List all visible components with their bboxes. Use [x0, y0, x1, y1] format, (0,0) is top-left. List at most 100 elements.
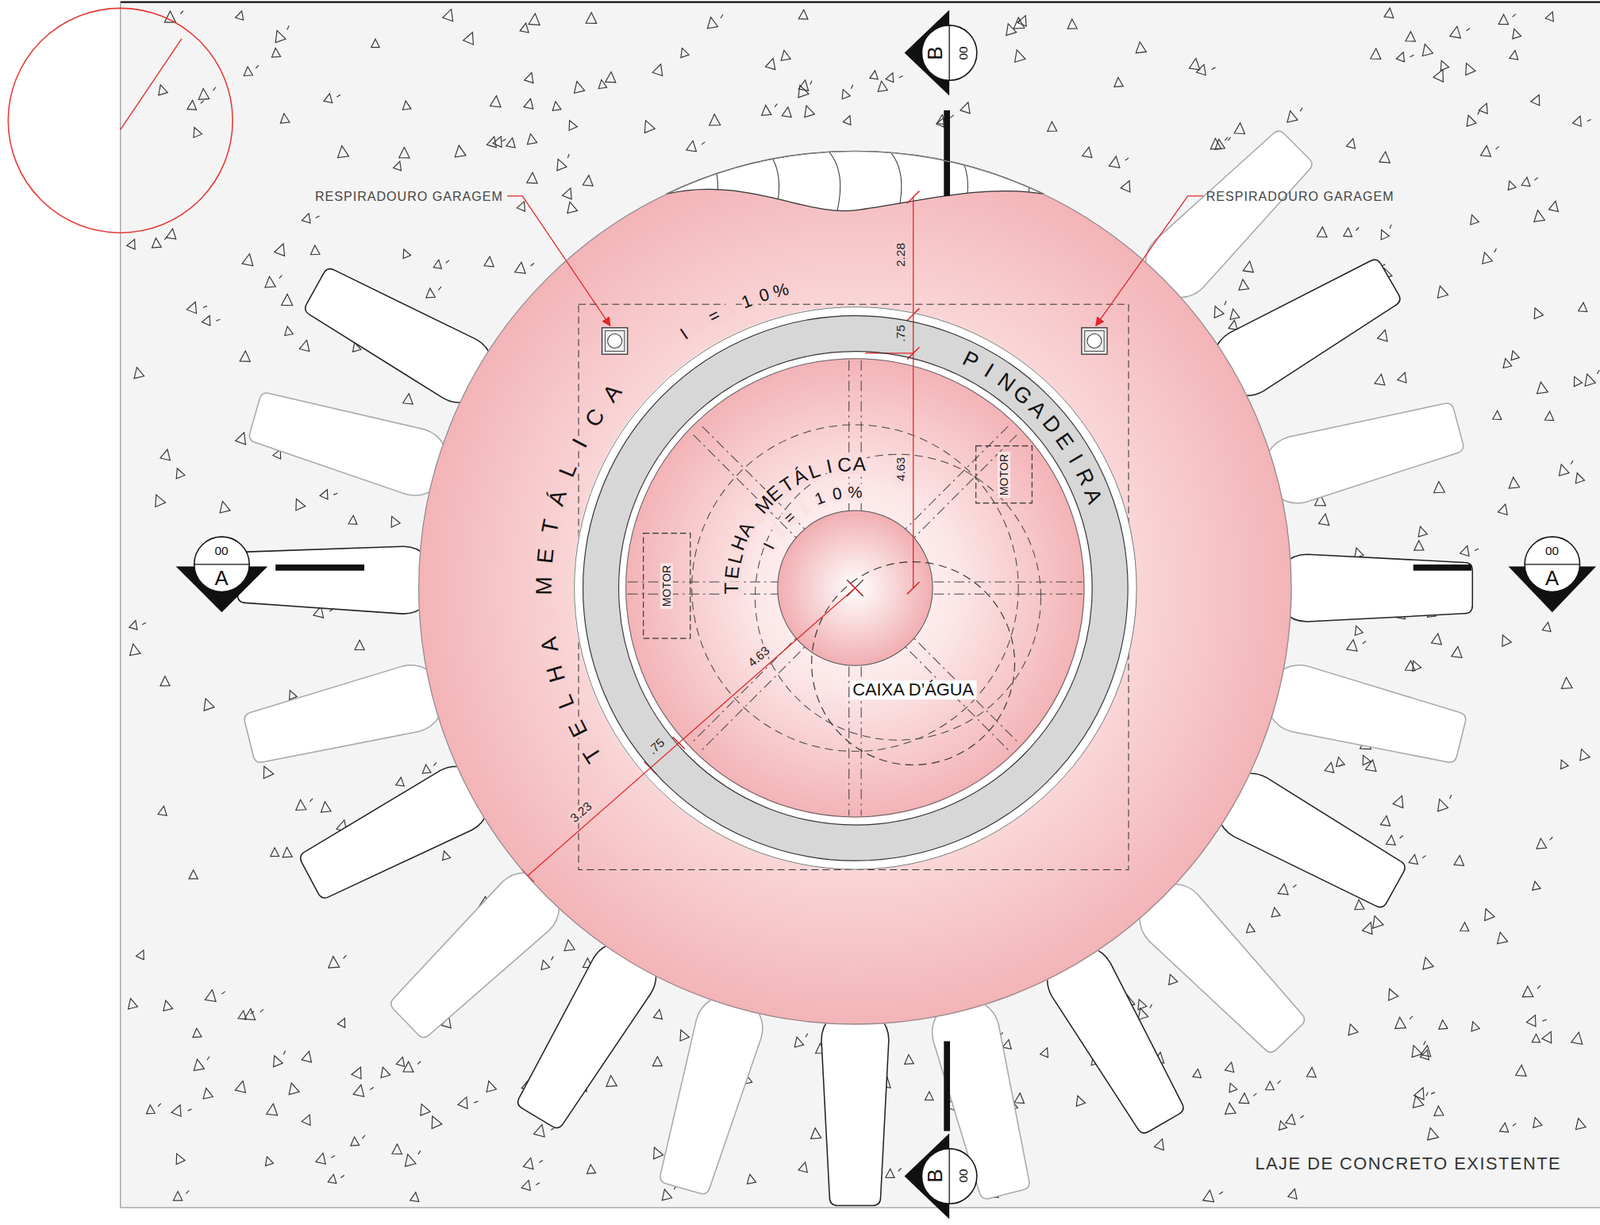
concrete-triangle [327, 1172, 345, 1185]
motor-box: MOTOR [642, 532, 691, 639]
car-outline [1258, 657, 1470, 772]
concrete-triangle [131, 365, 144, 378]
roof-edge [419, 151, 1292, 1024]
concrete-triangle [1224, 1061, 1236, 1073]
concrete-triangle [1334, 756, 1345, 767]
curved-roof-label: I = 10% [755, 478, 869, 559]
section-sheet-number: 00 [957, 1169, 970, 1183]
concrete-triangle [798, 79, 811, 92]
concrete-triangle [1437, 58, 1450, 71]
concrete-triangle [686, 139, 705, 153]
concrete-triangle [410, 1191, 421, 1202]
concrete-triangle [164, 11, 184, 23]
concrete-triangle [640, 118, 655, 133]
concrete-triangle [1223, 1102, 1236, 1115]
drip-ring-fill [582, 315, 1128, 861]
dimension-tick [907, 191, 920, 204]
ring-edge [582, 315, 1128, 861]
concrete-triangle [1467, 213, 1479, 225]
dimension-value: 2.28 [894, 241, 908, 269]
leader-line [1096, 196, 1204, 326]
concrete-triangle [204, 988, 225, 1003]
concrete-triangle [1210, 300, 1231, 318]
concrete-triangle [217, 500, 231, 513]
concrete-triangle [1343, 226, 1360, 238]
dimension-line [912, 196, 914, 588]
roof-disc: MOTORMOTORCAIXA D’ÁGUATELHA METÁLICAI = … [418, 150, 1293, 1025]
concrete-triangle [1134, 997, 1147, 1010]
arc-letter: T [722, 580, 742, 595]
ring-edge [618, 350, 1093, 825]
concrete-triangle [1265, 1080, 1281, 1090]
concrete-triangle [172, 1151, 185, 1165]
curved-roof-label: PINGADEIRA [953, 343, 1111, 514]
motor-box: MOTOR [975, 445, 1033, 504]
concrete-triangle [279, 112, 290, 124]
concrete-triangle [1557, 757, 1570, 770]
concrete-triangle [150, 236, 168, 248]
concrete-triangle [538, 956, 557, 970]
tank-outline [811, 561, 1016, 766]
arc-letter: A [851, 454, 867, 475]
axis-line [693, 426, 1008, 741]
concrete-triangle [188, 869, 198, 879]
concrete-triangle [192, 1056, 212, 1071]
inner-roof-disc: MOTORMOTORCAIXA D’ÁGUATELHA METÁLICAI = … [625, 357, 1085, 818]
arc-letter: 1 [738, 291, 756, 312]
concrete-triangle [271, 26, 293, 43]
concrete-triangle [492, 134, 506, 147]
concrete-triangle [1277, 882, 1297, 896]
concrete-triangle [838, 84, 857, 100]
ring-gap [618, 350, 1093, 825]
note-label: LAJE DE CONCRETO EXISTENTE [1254, 1154, 1562, 1173]
concrete-triangle [1498, 632, 1512, 647]
concrete-triangle [1346, 638, 1366, 652]
arc-letter [769, 523, 787, 538]
vent-pipe [607, 334, 623, 349]
concrete-triangle [1534, 380, 1548, 394]
concrete-triangle [173, 466, 185, 479]
section-line [275, 564, 365, 571]
section-marker: A00 [173, 532, 270, 615]
concrete-triangle [1478, 101, 1491, 114]
concrete-triangle [1410, 1092, 1431, 1108]
concrete-triangle [262, 1154, 274, 1166]
concrete-triangle [1561, 676, 1574, 689]
concrete-triangle [1109, 154, 1130, 169]
concrete-triangle [323, 92, 341, 104]
concrete-triangle [1542, 1029, 1556, 1043]
callout-label: RESPIRADOURO GARAGEM [315, 189, 504, 203]
concrete-triangle [1377, 328, 1391, 342]
concrete-triangle [659, 1185, 679, 1200]
arc-letter: T [578, 742, 606, 767]
concrete-triangle [842, 114, 854, 125]
dimension-tick [907, 581, 920, 594]
concrete-triangle [677, 46, 689, 58]
concrete-triangle [1405, 30, 1416, 42]
concrete-triangle [1424, 1126, 1439, 1140]
concrete-triangle [392, 1143, 403, 1154]
car-outline [1256, 393, 1467, 511]
concrete-triangle [310, 245, 320, 255]
concrete-triangle [1082, 146, 1094, 158]
inner-edge [626, 358, 1085, 817]
concrete-triangle [399, 147, 410, 158]
concrete-triangle [242, 65, 259, 76]
concrete-triangle [562, 938, 575, 951]
concrete-triangle [1242, 260, 1255, 273]
concrete-triangle [1419, 42, 1434, 57]
concrete-triangle [353, 1082, 374, 1098]
reference-radius [120, 38, 182, 130]
concrete-triangle [960, 100, 974, 114]
concrete-triangle [1530, 306, 1543, 320]
arc-letter: E [722, 564, 743, 581]
vent-box [1081, 327, 1108, 354]
concrete-triangle [1238, 1092, 1257, 1104]
concrete-triangle [1434, 284, 1449, 298]
concrete-triangle [1530, 880, 1541, 890]
section-circle [921, 25, 977, 81]
arc-letter: % [846, 483, 863, 500]
concrete-triangle [1317, 226, 1328, 238]
concrete-triangle [649, 1145, 663, 1159]
